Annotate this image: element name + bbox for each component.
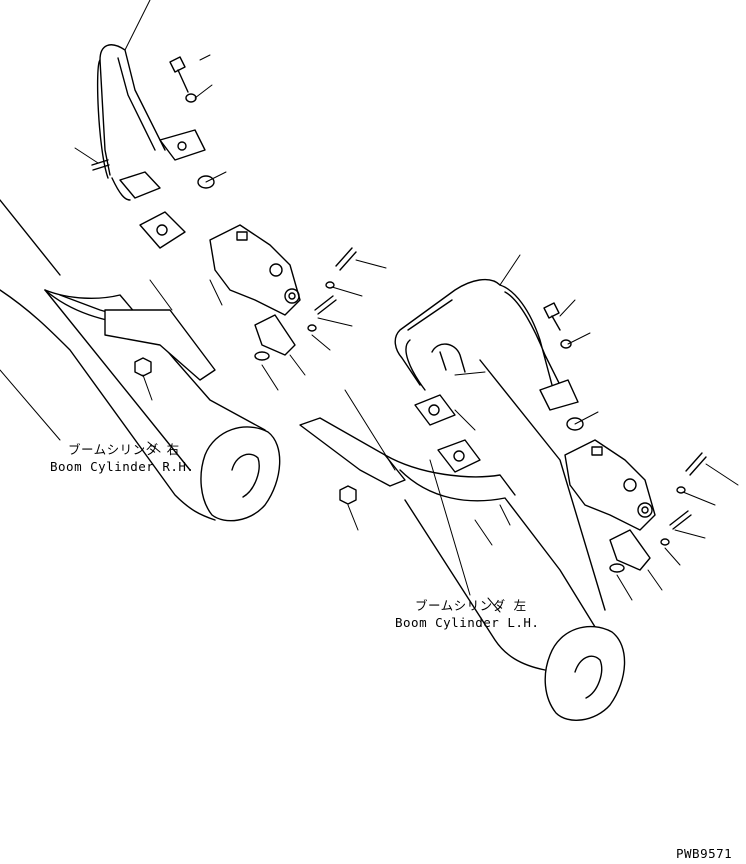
drawing-number: PWB9571 (676, 846, 733, 861)
right-cylinder-label-jp: ブームシリンダ 右 (68, 442, 180, 457)
rh-label-leader (147, 441, 161, 453)
right-cylinder-label-en: Boom Cylinder R.H. (50, 459, 195, 474)
boom-cylinder-lh (299, 254, 739, 721)
nut-icon (134, 357, 152, 377)
nut-icon (339, 485, 357, 505)
left-cylinder-label-jp: ブームシリンダ 左 (415, 598, 527, 613)
left-cylinder-label-en: Boom Cylinder L.H. (395, 615, 540, 630)
boom-cylinder-rh (0, 0, 387, 522)
lh-label-leader (487, 597, 501, 613)
